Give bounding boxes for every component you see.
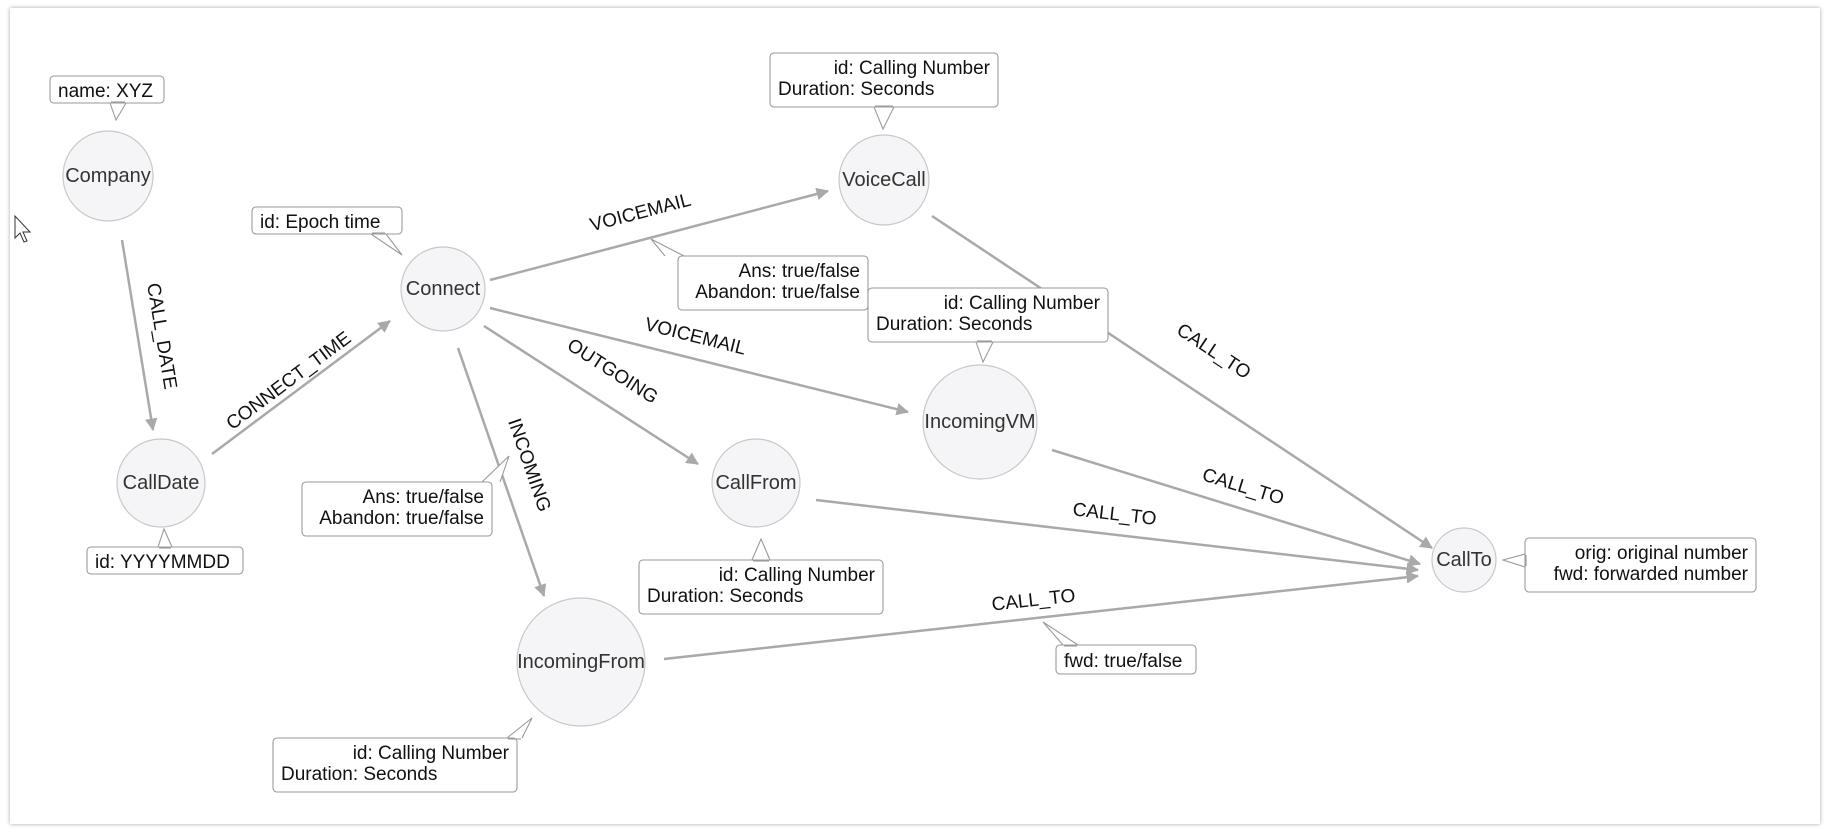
prop-voicecall-duration: Duration: Seconds bbox=[778, 79, 934, 100]
prop-company-name: name: XYZ bbox=[58, 81, 153, 102]
callout-incomingfrom: id: Calling Number Duration: Seconds bbox=[272, 717, 533, 793]
prop-incomingfrom-duration: Duration: Seconds bbox=[281, 764, 437, 785]
edge-call-date[interactable]: CALL_DATE bbox=[120, 239, 181, 432]
edge-label-call-to-1: CALL_TO bbox=[1173, 320, 1255, 384]
prop-incoming-ans: Ans: true/false bbox=[363, 487, 484, 508]
callout-call-to-edge: fwd: true/false bbox=[1042, 621, 1197, 675]
prop-callto-orig: orig: original number bbox=[1575, 543, 1749, 564]
mouse-pointer-icon bbox=[14, 214, 32, 243]
callout-calldate: id: YYYYMMDD bbox=[86, 527, 244, 575]
svg-text:Company: Company bbox=[65, 165, 151, 187]
edge-connect-time[interactable]: CONNECT_TIME bbox=[211, 319, 391, 456]
node-calldate[interactable]: CallDate bbox=[116, 438, 206, 528]
prop-call-to-fwd: fwd: true/false bbox=[1064, 651, 1182, 672]
prop-incoming-abandon: Abandon: true/false bbox=[319, 508, 484, 529]
edge-label-call-to-4: CALL_TO bbox=[991, 586, 1077, 616]
callout-voicemail-edge: Ans: true/false Abandon: true/false bbox=[650, 238, 869, 311]
svg-text:IncomingFrom: IncomingFrom bbox=[517, 651, 645, 673]
callout-company: name: XYZ bbox=[49, 75, 165, 122]
edge-incoming[interactable]: INCOMING bbox=[456, 347, 555, 597]
edge-label-call-to-3: CALL_TO bbox=[1072, 499, 1158, 530]
callout-incoming-edge: Ans: true/false Abandon: true/false bbox=[301, 455, 510, 537]
prop-incomingvm-id: id: Calling Number bbox=[944, 293, 1101, 314]
svg-text:IncomingVM: IncomingVM bbox=[924, 411, 1035, 433]
callout-callto: orig: original number fwd: forwarded num… bbox=[1501, 537, 1757, 593]
prop-voicemail-abandon: Abandon: true/false bbox=[695, 282, 860, 303]
prop-connect-id: id: Epoch time bbox=[260, 212, 380, 233]
svg-text:Connect: Connect bbox=[406, 278, 481, 300]
node-callfrom[interactable]: CallFrom bbox=[711, 438, 801, 528]
edge-label-call-date: CALL_DATE bbox=[142, 281, 180, 390]
edge-voicemail-2[interactable]: VOICEMAIL bbox=[489, 306, 910, 416]
svg-text:CallDate: CallDate bbox=[123, 472, 200, 494]
node-voicecall[interactable]: VoiceCall bbox=[838, 134, 930, 226]
node-company[interactable]: Company bbox=[62, 130, 154, 222]
prop-calldate-id: id: YYYYMMDD bbox=[95, 552, 230, 573]
node-incomingfrom[interactable]: IncomingFrom bbox=[516, 597, 646, 727]
prop-voicemail-ans: Ans: true/false bbox=[739, 261, 860, 282]
prop-callfrom-id: id: Calling Number bbox=[719, 565, 876, 586]
edge-label-voicemail-2: VOICEMAIL bbox=[643, 314, 748, 359]
edge-label-call-to-2: CALL_TO bbox=[1200, 465, 1287, 510]
svg-text:VoiceCall: VoiceCall bbox=[842, 169, 925, 191]
svg-text:CallFrom: CallFrom bbox=[715, 472, 796, 494]
node-connect[interactable]: Connect bbox=[400, 246, 486, 332]
node-callto[interactable]: CallTo bbox=[1431, 527, 1497, 593]
callout-incomingvm: id: Calling Number Duration: Seconds bbox=[867, 287, 1109, 364]
callout-connect: id: Epoch time bbox=[251, 206, 403, 256]
graph-diagram: CALL_DATE CONNECT_TIME VOICEMAIL VOICEMA… bbox=[14, 52, 1757, 793]
prop-callfrom-duration: Duration: Seconds bbox=[647, 586, 803, 607]
callout-callfrom: id: Calling Number Duration: Seconds bbox=[638, 537, 884, 615]
edge-label-connect-time: CONNECT_TIME bbox=[223, 328, 356, 435]
prop-incomingfrom-id: id: Calling Number bbox=[353, 743, 510, 764]
prop-incomingvm-duration: Duration: Seconds bbox=[876, 314, 1032, 335]
node-incomingvm[interactable]: IncomingVM bbox=[922, 364, 1038, 480]
diagram-canvas: CALL_DATE CONNECT_TIME VOICEMAIL VOICEMA… bbox=[10, 8, 1820, 824]
svg-text:CallTo: CallTo bbox=[1436, 549, 1492, 571]
edge-label-voicemail-1: VOICEMAIL bbox=[588, 190, 693, 237]
callout-voicecall: id: Calling Number Duration: Seconds bbox=[769, 52, 999, 131]
prop-voicecall-id: id: Calling Number bbox=[834, 58, 991, 79]
prop-callto-fwd: fwd: forwarded number bbox=[1554, 564, 1749, 585]
